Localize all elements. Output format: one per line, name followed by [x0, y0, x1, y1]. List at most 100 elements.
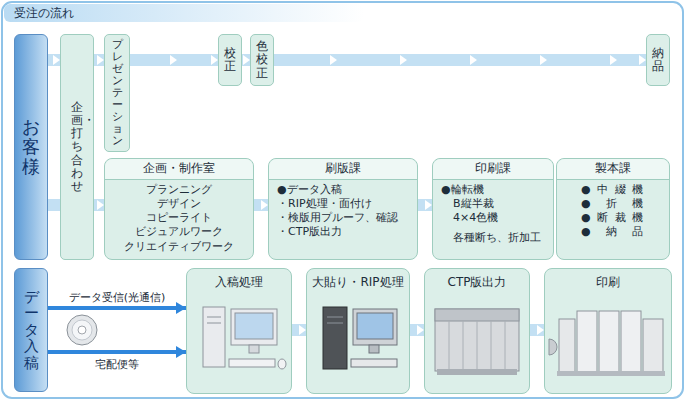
drawing-part	[577, 311, 597, 373]
drawing-part	[330, 55, 337, 65]
node-label: 入稿処理	[187, 274, 291, 291]
drawing-part	[449, 321, 450, 371]
drawing-part	[435, 309, 519, 321]
drawing-part	[621, 311, 641, 373]
flow-band	[48, 54, 60, 66]
side-band: データ入稿	[14, 268, 48, 392]
drawing-part	[437, 369, 517, 375]
drawing-part	[327, 317, 343, 318]
list-item: ●データ入稿	[277, 183, 409, 197]
drawing-part	[351, 359, 397, 367]
node-label: 校正	[224, 47, 236, 73]
drawing-part	[599, 311, 619, 373]
band-segment	[48, 199, 60, 211]
list-item: ●折機	[581, 197, 643, 211]
edge-label: データ受信(光通信)	[67, 291, 168, 305]
step-column: プレゼンテーション	[104, 34, 130, 152]
list-item: 4×4色機	[441, 211, 545, 225]
node-label: 企画・打ち合わせ	[71, 101, 83, 193]
drawing-part	[549, 339, 557, 355]
department-box: 製本課 ●中綴機●折機●断裁機●納品	[556, 158, 670, 260]
department-box: 企画・制作室プランニングデザインコピーライトビジュアルワーククリエイティブワーク	[104, 158, 254, 260]
node-label: 印刷	[545, 274, 671, 291]
drawing-part	[235, 313, 273, 339]
drawing-part	[357, 313, 393, 339]
drawing-part	[278, 359, 286, 369]
drawing-part	[231, 309, 277, 345]
step-column: 企画・打ち合わせ	[60, 34, 94, 260]
edge-label: 宅配便等	[93, 358, 141, 372]
node-label: お客様	[22, 117, 40, 176]
drawing-part	[505, 321, 506, 371]
node-label: データ入稿	[24, 289, 39, 372]
flow-band	[292, 324, 306, 336]
drawing-part	[72, 320, 92, 340]
flow-band	[94, 54, 104, 66]
step-column: 色校正	[250, 34, 274, 86]
node-label: 色校正	[256, 40, 268, 80]
list-item: ・検版用プルーフ、確認	[277, 211, 409, 225]
flow-band	[130, 54, 218, 66]
list-item: 各種断ち、折加工	[441, 231, 545, 245]
drawing-part	[369, 345, 379, 353]
drawing-part	[491, 321, 492, 371]
drawing-part	[610, 55, 617, 65]
data-arrow	[48, 350, 186, 354]
drawing-part	[327, 323, 343, 324]
flow-band	[242, 54, 250, 66]
list-item: ビジュアルワーク	[113, 225, 245, 239]
drawing-part	[229, 359, 275, 367]
node-label: 印刷課	[433, 159, 553, 180]
drawing-part	[207, 317, 221, 318]
drawing-part	[470, 55, 477, 65]
title-strip	[4, 4, 364, 22]
list-item: ●納品	[581, 225, 643, 239]
flow-band	[530, 324, 544, 336]
node-label: 大貼り・RIP処理	[307, 274, 409, 291]
list-item: プランニング	[113, 183, 245, 197]
step-column: 校正	[218, 34, 242, 86]
list-item: B縦半裁	[441, 197, 545, 211]
node-label: 刷版課	[269, 159, 417, 180]
flow-band	[254, 199, 268, 211]
side-band: お客様	[14, 34, 48, 260]
drawing-part	[559, 319, 575, 373]
cd-disc	[67, 315, 97, 345]
process-panel: 印刷	[544, 268, 672, 394]
list-item: ・CTP版出力	[277, 225, 409, 239]
drawing-part	[540, 55, 547, 65]
list-item: ●輪転機	[441, 183, 545, 197]
drawing-part	[463, 321, 464, 371]
drawing-part	[477, 321, 478, 371]
department-box: 刷版課 ●データ入稿・RIP処理・面付け・検版用プルーフ、確認・CTP版出力	[268, 158, 418, 260]
flow-band	[94, 199, 104, 211]
drawing-part	[435, 309, 519, 371]
drawing-part	[557, 371, 665, 376]
flow-band	[418, 199, 432, 211]
list-item: ●中綴機	[581, 183, 643, 197]
drawing-part	[323, 307, 347, 369]
node-label: 製本課	[557, 159, 669, 180]
list-item: クリエイティブワーク	[113, 240, 245, 254]
drawing-part	[400, 55, 407, 65]
drawing-part	[78, 326, 86, 334]
drawing-part	[207, 323, 221, 324]
process-panel: CTP版出力	[424, 268, 530, 394]
list-item: ・RIP処理・面付け	[277, 197, 409, 211]
node-label: 納品	[652, 47, 664, 73]
node-label: 企画・制作室	[105, 159, 253, 180]
flow-band	[410, 324, 424, 336]
drawing-part	[203, 307, 225, 367]
process-panel: 大貼り・RIP処理	[306, 268, 410, 394]
list-item: ●断裁機	[581, 211, 643, 225]
data-arrow	[48, 306, 186, 310]
department-box: 印刷課 ●輪転機B縦半裁4×4色機各種断ち、折加工	[432, 158, 554, 260]
step-column: 納品	[646, 34, 670, 86]
list-item: デザイン	[113, 197, 245, 211]
drawing-part	[353, 309, 397, 345]
list-item: コピーライト	[113, 211, 245, 225]
drawing-part	[170, 55, 177, 65]
drawing-part	[249, 345, 259, 353]
